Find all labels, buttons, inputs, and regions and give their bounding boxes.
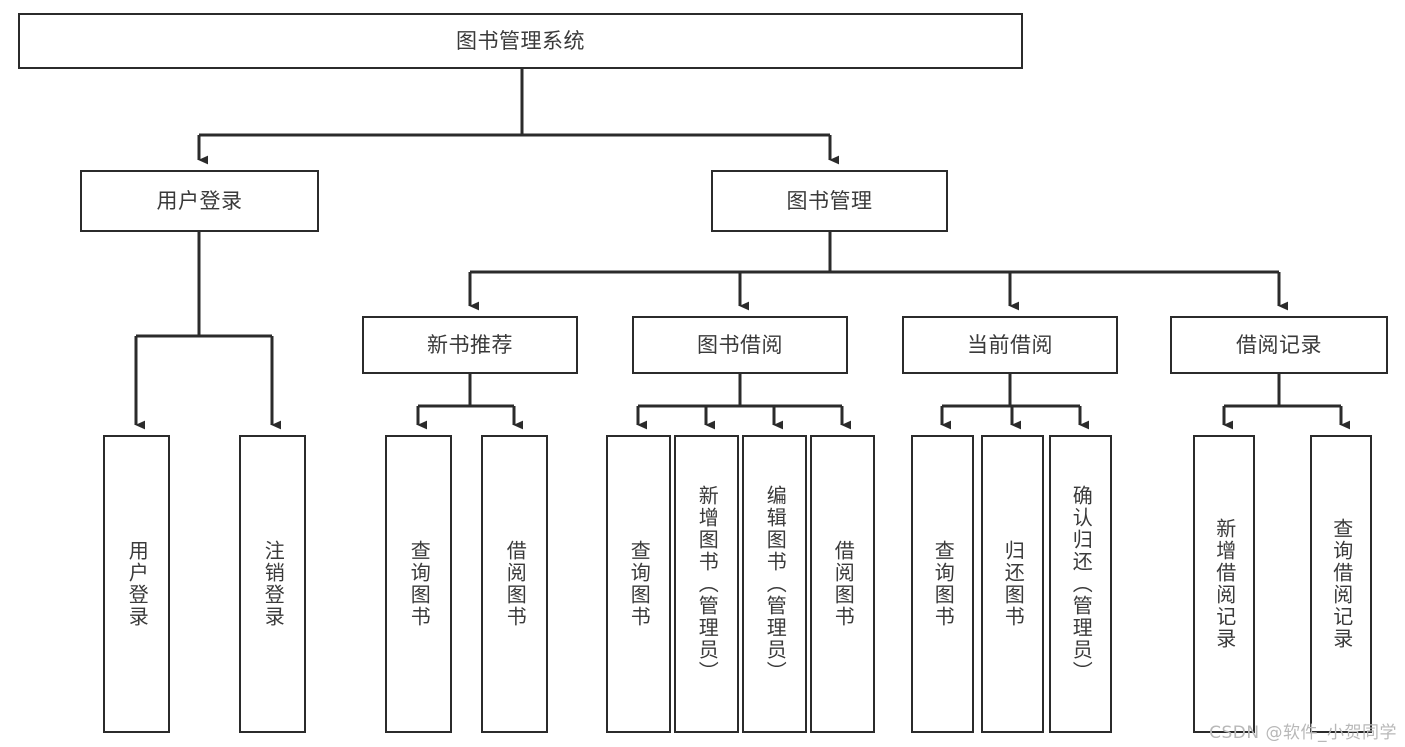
leaf-user-login[interactable]: 用户登录 [103,435,170,733]
node-book-management[interactable]: 图书管理 [711,170,948,232]
leaf-query-book-recommend[interactable]: 查询图书 [385,435,452,733]
leaf-borrow-book-label: 借阅图书 [831,540,856,628]
leaf-return-book-label: 归还图书 [1001,540,1026,628]
leaf-confirm-return-admin[interactable]: 确认归还（管理员） [1049,435,1112,733]
leaf-query-book-recommend-label: 查询图书 [407,540,432,628]
node-current-borrow[interactable]: 当前借阅 [902,316,1118,374]
leaf-query-borrow-record-label: 查询借阅记录 [1329,518,1354,650]
leaf-add-book-admin-label: 新增图书（管理员） [695,485,720,683]
node-borrow-record[interactable]: 借阅记录 [1170,316,1388,374]
leaf-query-book-current-label: 查询图书 [931,540,956,628]
node-book-management-label: 图书管理 [786,188,873,213]
leaf-confirm-return-admin-label: 确认归还（管理员） [1069,485,1094,683]
node-root-label: 图书管理系统 [456,28,585,53]
node-new-book-recommend-label: 新书推荐 [427,332,513,357]
leaf-add-borrow-record-label: 新增借阅记录 [1212,518,1237,650]
node-book-borrow-label: 图书借阅 [697,332,783,357]
leaf-user-login-label: 用户登录 [125,540,150,628]
node-user-login[interactable]: 用户登录 [80,170,319,232]
leaf-borrow-book-recommend-label: 借阅图书 [503,540,528,628]
node-new-book-recommend[interactable]: 新书推荐 [362,316,578,374]
leaf-edit-book-admin[interactable]: 编辑图书（管理员） [742,435,807,733]
leaf-logout-label: 注销登录 [261,540,286,628]
leaf-edit-book-admin-label: 编辑图书（管理员） [763,485,788,683]
node-user-login-label: 用户登录 [156,188,243,213]
node-borrow-record-label: 借阅记录 [1236,332,1322,357]
leaf-borrow-book-recommend[interactable]: 借阅图书 [481,435,548,733]
leaf-query-borrow-record[interactable]: 查询借阅记录 [1310,435,1372,733]
leaf-borrow-book[interactable]: 借阅图书 [810,435,875,733]
leaf-add-book-admin[interactable]: 新增图书（管理员） [674,435,739,733]
leaf-query-book-label: 查询图书 [627,540,652,628]
leaf-logout[interactable]: 注销登录 [239,435,306,733]
leaf-query-book-current[interactable]: 查询图书 [911,435,974,733]
node-current-borrow-label: 当前借阅 [967,332,1053,357]
leaf-query-book[interactable]: 查询图书 [606,435,671,733]
node-book-borrow[interactable]: 图书借阅 [632,316,848,374]
leaf-return-book[interactable]: 归还图书 [981,435,1044,733]
node-root[interactable]: 图书管理系统 [18,13,1023,69]
leaf-add-borrow-record[interactable]: 新增借阅记录 [1193,435,1255,733]
